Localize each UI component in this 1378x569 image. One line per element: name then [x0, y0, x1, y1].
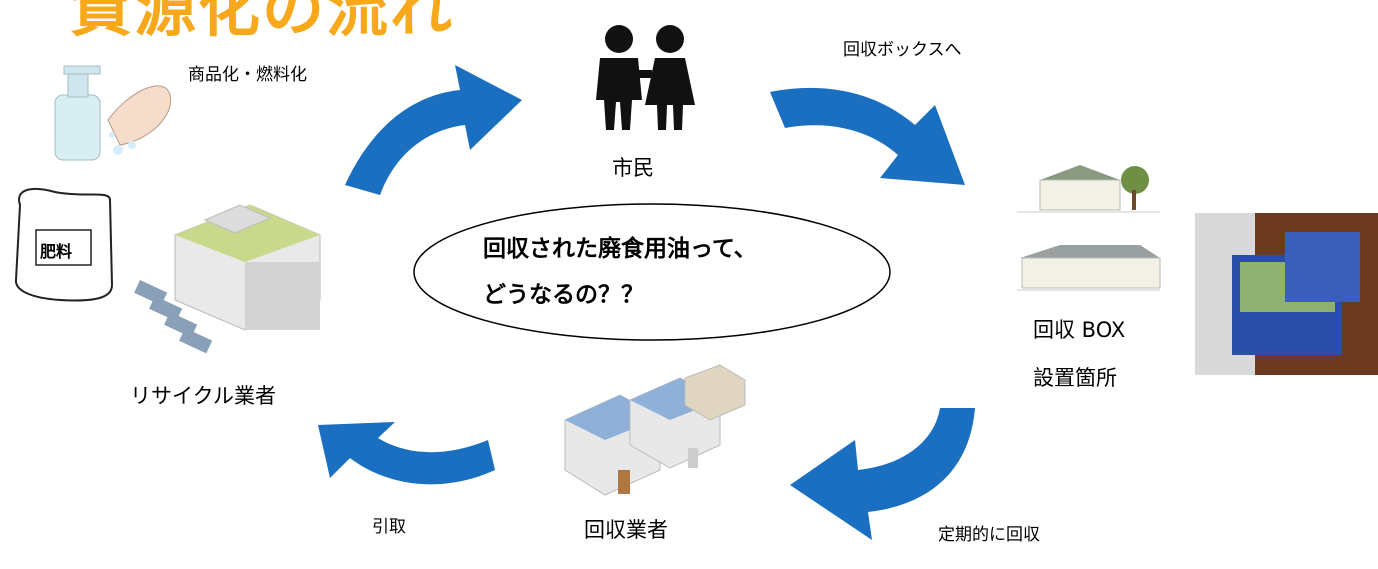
arrow-box-to-collector [790, 408, 975, 540]
collection-sites-icon [1017, 165, 1161, 291]
collection-box-photo [1195, 213, 1378, 375]
box-site-label-line1: 回収 BOX [1033, 318, 1126, 342]
fertilizer-bag-label: 肥料 [40, 242, 73, 261]
arrow-citizen-to-box [770, 87, 965, 185]
fertilizer-bag-icon [15, 187, 114, 302]
arrow-recycler-to-citizen [345, 65, 522, 195]
arrow-label-regular: 定期的に回収 [938, 525, 1040, 545]
center-question-line1: 回収された廃食用油って、 [483, 236, 757, 262]
center-bubble [413, 203, 891, 341]
recycler-label: リサイクル業者 [130, 384, 276, 408]
warehouse-icon [564, 364, 746, 496]
arrow-label-pickup: 引取 [372, 517, 406, 537]
box-site-label-line2: 設置箇所 [1033, 366, 1117, 390]
center-question: 回収された廃食用油って、 どうなるの？？ [483, 226, 757, 318]
arrow-collector-to-recycler [318, 422, 495, 485]
page-title: 資源化の流れ [70, 0, 455, 45]
citizen-icon [596, 25, 695, 130]
factory-trucks-icon [134, 204, 321, 354]
collector-label: 回収業者 [584, 518, 668, 542]
arrow-label-products: 商品化・燃料化 [188, 65, 307, 85]
soap-hands-icon [54, 65, 172, 161]
center-question-line2: どうなるの？？ [483, 282, 644, 308]
arrow-label-to-box: 回収ボックスへ [843, 40, 962, 60]
citizen-label: 市民 [612, 156, 654, 180]
